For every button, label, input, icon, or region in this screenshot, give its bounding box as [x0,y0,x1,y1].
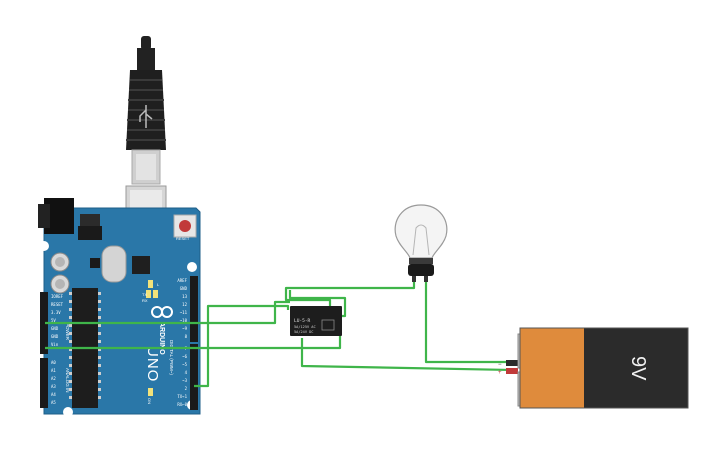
arduino-logo-icon [151,306,173,318]
pin-12-label: 12 [182,302,187,307]
pin-a3-label: A3 [51,384,56,389]
battery-pos-label: + [498,370,502,376]
power-header[interactable] [40,292,48,354]
wire-5v-relay[interactable] [45,300,290,325]
usb-symbol-icon [139,105,153,128]
on-label: ON [147,398,152,404]
pin-a0-label: A0 [51,360,56,365]
analog-header[interactable] [40,358,48,408]
reset-button[interactable] [173,214,197,238]
pin-5v-label: 5V [51,318,56,323]
relay-spec-line1: 5A/125V AC [294,325,316,329]
digital-header-top[interactable] [190,276,198,342]
wire-relay-battery[interactable] [300,338,513,372]
digital-header-label: DIGITAL (PWM~) [169,340,174,375]
pin-a2-label: A2 [51,376,56,381]
pin-aref-label: AREF [177,278,187,283]
pin-10-label: ~10 [180,318,188,323]
relay-icon[interactable]: LU-5-R 5A/125V AC 5A/24V DC [290,306,342,336]
pin-gnd2-label: GND [51,334,59,339]
usb-cable-icon[interactable] [125,36,167,233]
pin-a5-label: A5 [51,400,56,405]
pin-0-label: RX←0 [177,402,187,407]
arduino-model-text: UNO [144,346,161,382]
wire-bulb-battery[interactable] [424,280,512,364]
led-rx-label: RX [142,298,148,303]
pin-8-label: 8 [185,334,188,339]
pin-6-label: ~6 [182,354,187,359]
wire-pin2-relay[interactable] [194,304,290,388]
relay-spec-line2: 5A/24V DC [294,330,313,334]
power-header-label: POWER [65,323,70,341]
battery-9v-icon[interactable]: − + 9V [498,327,689,409]
wire-relay-bulb-b[interactable] [288,290,347,318]
relay-model-text: LU-5-R [294,318,311,324]
arduino-uno-board[interactable]: RESET L TX RX ARDUINO UNO ON [38,198,201,417]
pin-gnd1-label: GND [51,326,59,331]
reset-label: RESET [176,236,190,241]
pin-1-label: TX→1 [177,394,187,399]
pin-3-label: ~3 [182,378,187,383]
pin-ioref-label: IOREF [51,294,64,299]
pin-11-label: ~11 [180,310,188,315]
pin-9-label: ~9 [182,326,187,331]
pin-a1-label: A1 [51,368,56,373]
pin-gnd3-label: GND [180,286,188,291]
led-l-label: L [157,282,160,287]
pin-13-label: 13 [182,294,187,299]
pin-5-label: ~5 [182,362,187,367]
battery-neg-label: − [498,362,502,368]
pin-3v3-label: 3.3V [51,310,61,315]
pin-2-label: 2 [185,386,188,391]
wire-relay-bulb-a[interactable] [284,280,416,310]
digital-header-bottom[interactable] [190,344,198,410]
arduino-brand-text: ARDUINO [158,322,165,355]
analog-header-label: ANALOG IN [65,368,70,393]
wires[interactable] [45,280,513,388]
battery-label: 9V [627,356,649,381]
pin-4-label: 4 [185,370,188,375]
pin-a4-label: A4 [51,392,56,397]
led-tx-label: TX [142,292,147,297]
light-bulb-icon[interactable] [394,204,448,282]
pin-vin-label: Vin [51,342,59,347]
pin-reset-label: RESET [51,302,64,307]
